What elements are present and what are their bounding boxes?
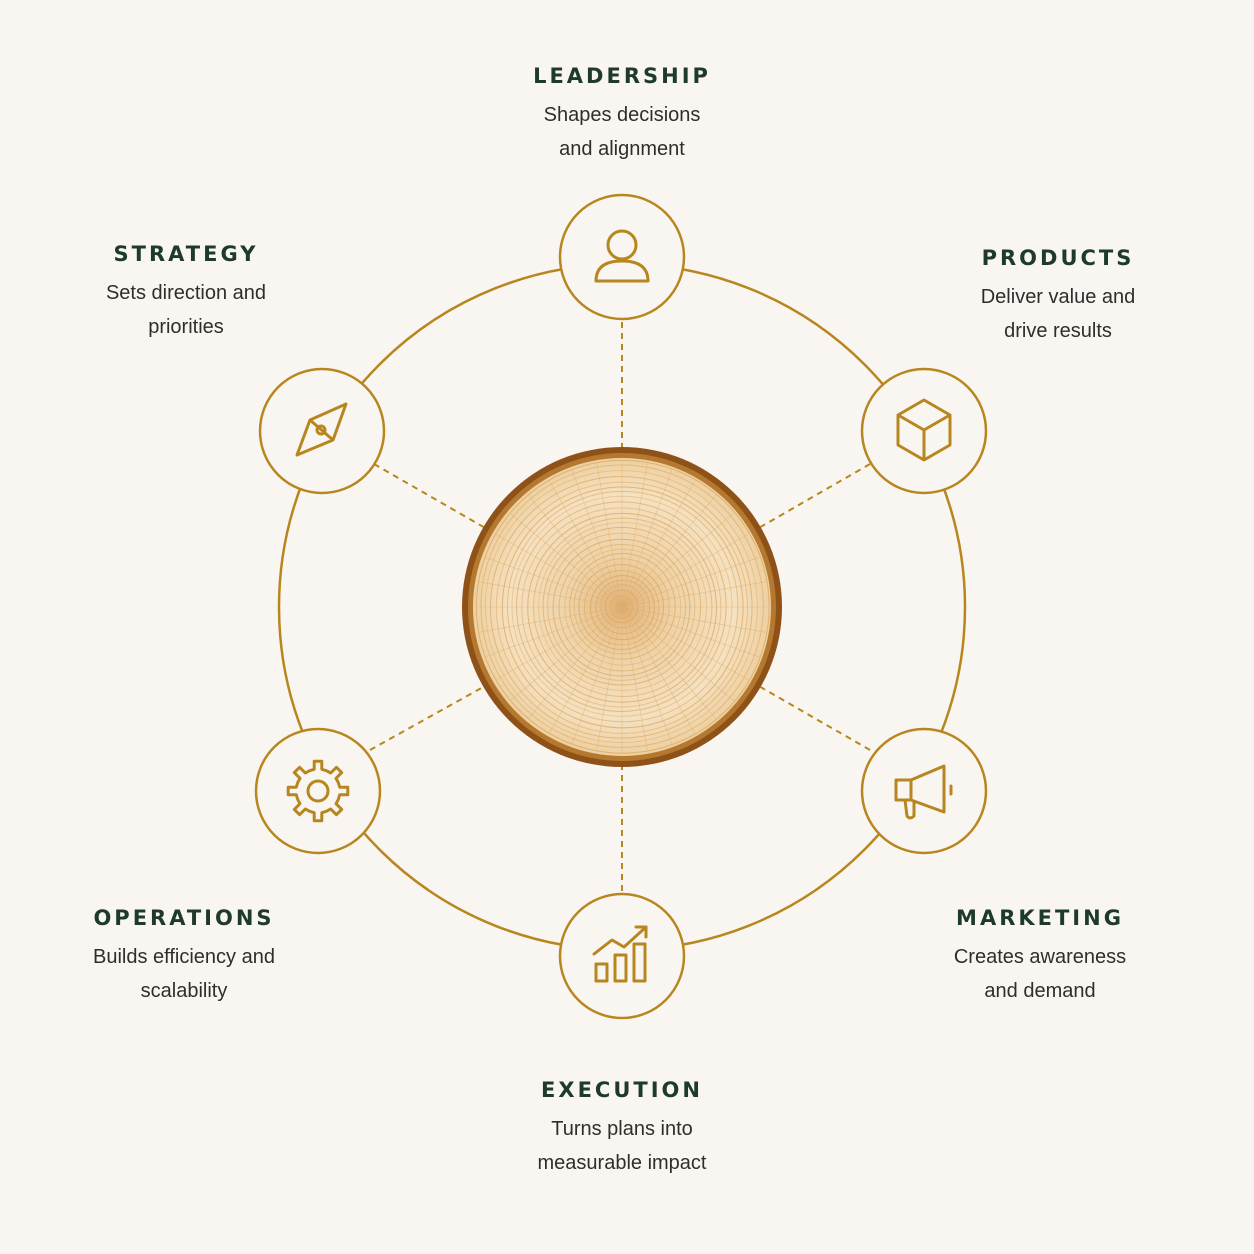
wood-ray: [621, 606, 673, 745]
wood-ring: [521, 507, 722, 708]
node-products[interactable]: [860, 367, 988, 495]
wood-ray: [509, 512, 623, 608]
wood-ray: [495, 533, 623, 608]
node-title: STRATEGY: [113, 242, 259, 266]
wood-ray: [571, 469, 623, 608]
node-title: OPERATIONS: [93, 906, 275, 930]
chart-growth-icon: [592, 925, 648, 983]
node-marketing[interactable]: [860, 727, 988, 855]
wood-ray: [596, 463, 623, 608]
wood-ring: [573, 558, 670, 655]
wood-ray: [478, 581, 623, 608]
wood-ray: [571, 606, 623, 745]
wood-ray: [621, 606, 749, 681]
wood-ring: [600, 584, 645, 629]
wood-ray: [596, 606, 623, 751]
wood-ring: [604, 589, 639, 624]
wood-ray: [621, 606, 696, 734]
wood-ring: [589, 575, 655, 641]
box-icon: [896, 398, 952, 462]
wood-ray: [527, 494, 623, 608]
node-description: Creates awareness and demand: [953, 946, 1127, 1002]
spoke-products: [749, 463, 871, 534]
node-description: Sets direction and priorities: [105, 282, 267, 338]
wood-ring: [489, 476, 753, 739]
wood-ray: [484, 556, 623, 608]
wood-ray: [621, 606, 760, 658]
node-operations[interactable]: [254, 727, 382, 855]
wood-ray: [621, 581, 766, 608]
wood-ring: [506, 490, 739, 723]
wood-ray: [509, 606, 623, 702]
node-description: Turns plans into measurable impact: [537, 1118, 707, 1174]
wood-ring: [552, 538, 691, 677]
label-execution: EXECUTION Turns plans into measurable im…: [472, 1078, 772, 1180]
wood-ray: [621, 494, 717, 608]
compass-icon: [295, 402, 348, 457]
wood-ray: [621, 606, 717, 720]
wood-ring: [538, 521, 708, 691]
wood-ring: [583, 570, 660, 646]
node-leadership[interactable]: [558, 193, 686, 321]
node-strategy[interactable]: [258, 367, 386, 495]
wood-ray: [621, 469, 673, 608]
wood-ray: [484, 606, 623, 658]
node-description: Deliver value and drive results: [980, 286, 1136, 342]
wood-ray: [621, 463, 648, 608]
wood-ray: [621, 512, 735, 608]
wood-ray: [548, 480, 623, 608]
wood-ray: [621, 556, 760, 608]
gear-icon: [286, 759, 350, 823]
spoke-marketing: [749, 680, 871, 751]
label-operations: OPERATIONS Builds efficiency and scalabi…: [34, 906, 334, 1008]
wood-ray: [548, 606, 623, 734]
label-marketing: MARKETING Creates awareness and demand: [890, 906, 1190, 1008]
wood-ring: [569, 553, 676, 660]
wood-ray: [495, 606, 623, 681]
spoke-operations: [369, 680, 495, 751]
node-description: Builds efficiency and scalability: [93, 946, 275, 1002]
wood-ray: [478, 606, 623, 633]
spoke-strategy: [373, 463, 495, 534]
node-title: MARKETING: [956, 906, 1124, 930]
megaphone-icon: [894, 764, 953, 820]
node-title: LEADERSHIP: [533, 64, 711, 88]
label-strategy: STRATEGY Sets direction and priorities: [36, 242, 336, 344]
label-products: PRODUCTS Deliver value and drive results: [908, 246, 1208, 348]
spokes: [369, 322, 871, 891]
wood-ring: [515, 501, 727, 712]
wood-ray: [621, 480, 696, 608]
node-execution[interactable]: [558, 892, 686, 1020]
wood-ray: [527, 606, 623, 720]
wood-ray: [621, 606, 766, 633]
person-icon: [594, 229, 650, 283]
wood-ring: [484, 470, 758, 744]
wood-ray: [621, 606, 735, 702]
wood-ring: [501, 486, 744, 729]
node-title: EXECUTION: [541, 1078, 703, 1102]
node-description: Shapes decisions and alignment: [543, 104, 701, 160]
node-title: PRODUCTS: [981, 246, 1135, 270]
wood-ray: [621, 533, 749, 608]
wood-slice: [462, 447, 782, 767]
wood-ray: [621, 606, 648, 751]
label-leadership: LEADERSHIP Shapes decisions and alignmen…: [472, 64, 772, 166]
